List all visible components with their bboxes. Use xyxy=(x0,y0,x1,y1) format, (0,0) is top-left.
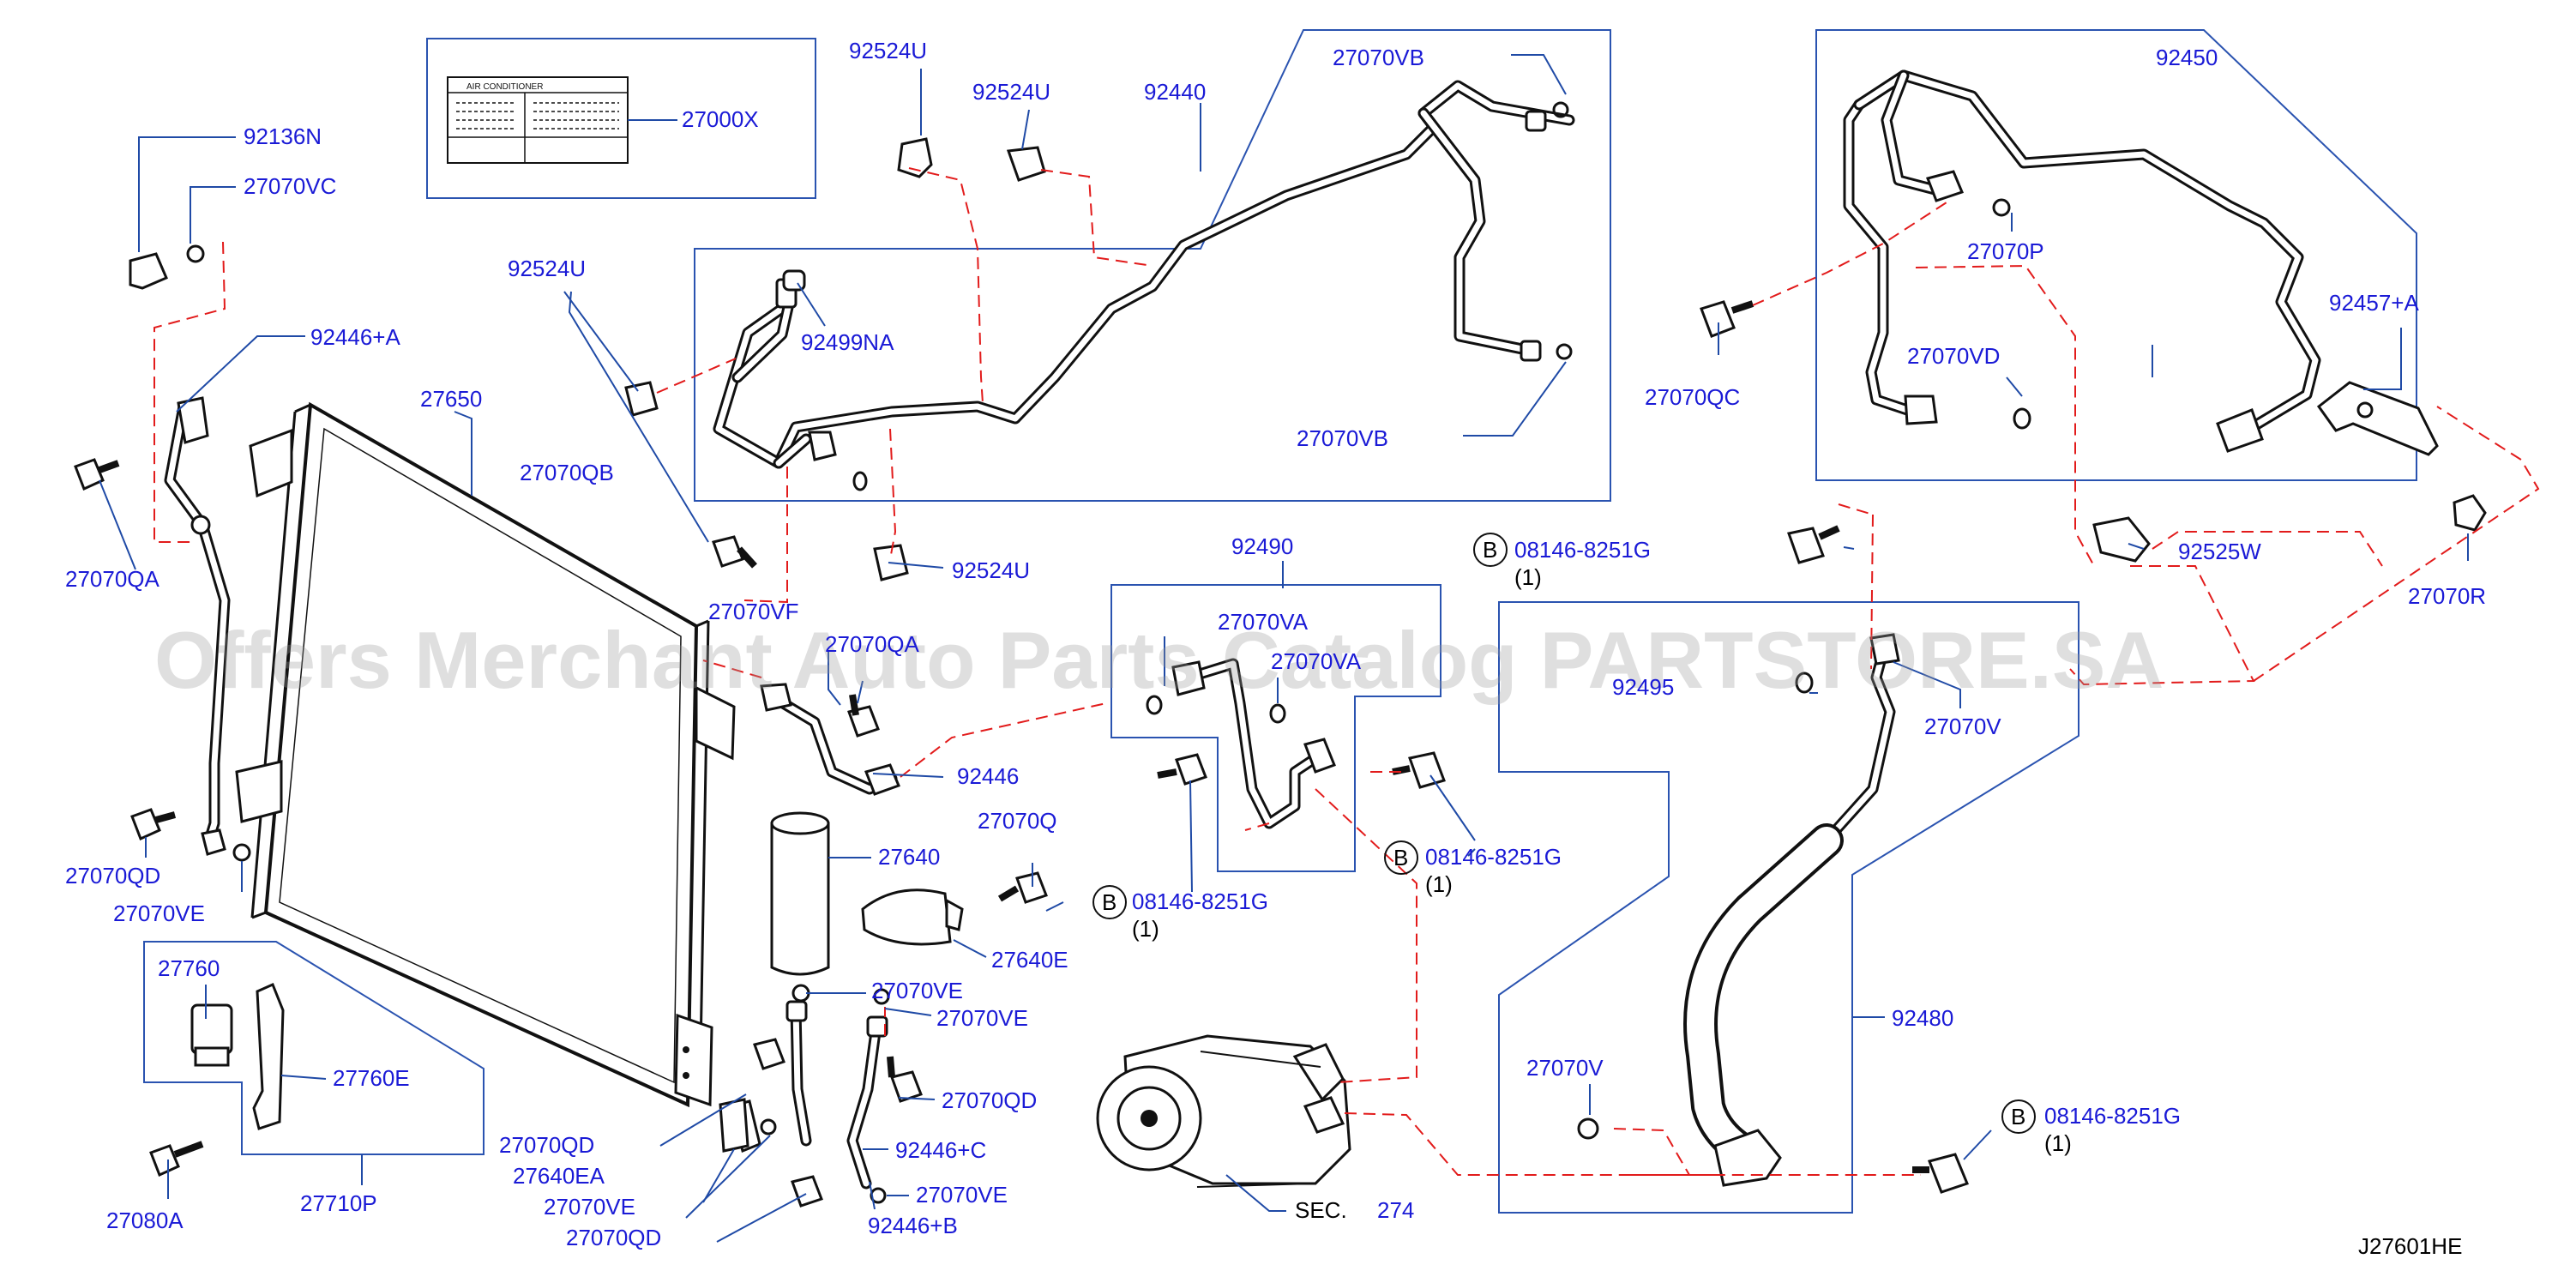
label-27070QA-mid[interactable]: 27070QA xyxy=(825,631,920,657)
label-92446C[interactable]: 92446+C xyxy=(895,1137,986,1163)
label-27070QC[interactable]: 27070QC xyxy=(1645,384,1740,410)
label-92525W[interactable]: 92525W xyxy=(2178,539,2261,564)
label-27650[interactable]: 27650 xyxy=(420,386,482,412)
label-92446[interactable]: 92446 xyxy=(957,763,1019,789)
hose-92480 xyxy=(1577,633,1900,1187)
svg-text:B: B xyxy=(2011,1104,2025,1129)
label-27070QD-1[interactable]: 27070QD xyxy=(65,863,160,888)
svg-text:(1): (1) xyxy=(1425,871,1453,897)
pipe-92450 xyxy=(1843,69,2439,456)
label-27070Q[interactable]: 27070Q xyxy=(978,808,1057,834)
label-27070VE-3[interactable]: 27070VE xyxy=(936,1005,1028,1031)
label-27070V-2[interactable]: 27070V xyxy=(1526,1055,1604,1081)
part-labels: 92136N 27070VC 92446+A 27070QA 27650 925… xyxy=(65,38,2486,1250)
label-27070VE-2[interactable]: 27070VE xyxy=(871,978,963,1003)
label-92136N[interactable]: 92136N xyxy=(244,123,322,149)
label-27070VB-top[interactable]: 27070VB xyxy=(1333,45,1424,70)
pressure-switch-27760 xyxy=(190,982,285,1130)
box-92450 xyxy=(1815,29,2417,481)
dashed-connections xyxy=(153,167,2540,1176)
label-27070VF[interactable]: 27070VF xyxy=(708,599,799,624)
label-92524U-3[interactable]: 92524U xyxy=(508,256,586,281)
diagram-code: J27601HE xyxy=(2358,1233,2462,1259)
svg-text:08146-8251G: 08146-8251G xyxy=(1425,844,1562,870)
label-92480[interactable]: 92480 xyxy=(1892,1005,1953,1031)
label-92524U-2[interactable]: 92524U xyxy=(972,79,1050,105)
label-27070P[interactable]: 27070P xyxy=(1967,238,2044,264)
label-27640[interactable]: 27640 xyxy=(878,844,940,870)
label-27070QD-3[interactable]: 27070QD xyxy=(499,1132,594,1158)
label-27760E[interactable]: 27760E xyxy=(333,1065,410,1091)
label-27070QA-left[interactable]: 27070QA xyxy=(65,566,160,592)
svg-text:(1): (1) xyxy=(1132,916,1159,942)
label-27070VA-2[interactable]: 27070VA xyxy=(1271,648,1362,674)
label-27070VB-bottom[interactable]: 27070VB xyxy=(1297,425,1388,451)
label-27070VA-1[interactable]: 27070VA xyxy=(1218,609,1309,635)
label-08146-b[interactable]: B 08146-8251G (1) xyxy=(1384,840,1562,897)
pipe-92446 xyxy=(760,683,900,796)
label-27640E[interactable]: 27640E xyxy=(991,947,1068,973)
label-27070QD-2[interactable]: 27070QD xyxy=(942,1087,1037,1113)
svg-text:B: B xyxy=(1483,537,1497,563)
svg-text:(1): (1) xyxy=(2044,1130,2072,1156)
svg-text:274: 274 xyxy=(1377,1197,1414,1223)
svg-text:08146-8251G: 08146-8251G xyxy=(2044,1103,2181,1129)
fasteners xyxy=(74,137,2487,1208)
label-27710P[interactable]: 27710P xyxy=(300,1190,377,1216)
svg-text:08146-8251G: 08146-8251G xyxy=(1132,888,1268,914)
label-27070QB[interactable]: 27070QB xyxy=(520,460,614,485)
label-27070VC[interactable]: 27070VC xyxy=(244,173,336,199)
svg-text:SEC.: SEC. xyxy=(1295,1197,1347,1223)
label-27000X[interactable]: 27000X xyxy=(682,106,759,132)
label-92524U-4[interactable]: 92524U xyxy=(952,557,1030,583)
svg-text:08146-8251G: 08146-8251G xyxy=(1514,537,1651,563)
box-92440 xyxy=(694,29,1611,502)
label-27070QD-4[interactable]: 27070QD xyxy=(566,1225,661,1250)
condenser-27650 xyxy=(235,401,736,1108)
label-27070VD[interactable]: 27070VD xyxy=(1907,343,2000,369)
label-27760[interactable]: 27760 xyxy=(158,955,220,981)
box-92480 xyxy=(1498,601,2079,1214)
label-sec-274[interactable]: SEC. 274 xyxy=(1295,1197,1414,1223)
watermark-text: Offers Merchant Auto Parts Catalog PARTS… xyxy=(154,615,2164,705)
label-27080A[interactable]: 27080A xyxy=(106,1208,184,1233)
label-08146-c[interactable]: B 08146-8251G (1) xyxy=(1092,885,1268,942)
label-27070V-1[interactable]: 27070V xyxy=(1924,714,2001,739)
svg-text:(1): (1) xyxy=(1514,564,1542,590)
label-27070VE-1[interactable]: 27070VE xyxy=(113,901,205,926)
label-92524U-1[interactable]: 92524U xyxy=(849,38,927,63)
label-27640EA[interactable]: 27640EA xyxy=(513,1163,605,1189)
box-92490 xyxy=(1110,584,1441,872)
pipe-92440 xyxy=(713,80,1575,491)
leader-lines xyxy=(99,54,2469,1243)
label-08146-d[interactable]: B 08146-8251G (1) xyxy=(2001,1099,2181,1156)
label-92490[interactable]: 92490 xyxy=(1231,533,1293,559)
svg-text:B: B xyxy=(1393,845,1408,870)
box-label-card xyxy=(426,38,816,199)
label-92440[interactable]: 92440 xyxy=(1144,79,1206,105)
ac-label-card: AIR CONDITIONER 27000X xyxy=(447,76,759,164)
pipe-92446A xyxy=(164,396,231,856)
label-27070VE-4[interactable]: 27070VE xyxy=(544,1194,635,1220)
label-92446B[interactable]: 92446+B xyxy=(868,1213,958,1238)
svg-text:B: B xyxy=(1102,889,1116,915)
label-08146-a[interactable]: B 08146-8251G (1) xyxy=(1473,533,1651,590)
label-card-text: AIR CONDITIONER xyxy=(466,82,543,92)
compressor-sec-274 xyxy=(1096,1034,1351,1188)
label-92495[interactable]: 92495 xyxy=(1612,674,1674,700)
label-92457A[interactable]: 92457+A xyxy=(2329,290,2419,316)
pipe-92490 xyxy=(1146,658,1336,829)
label-27070VE-5[interactable]: 27070VE xyxy=(916,1182,1008,1208)
label-92450[interactable]: 92450 xyxy=(2156,45,2218,70)
label-92446A[interactable]: 92446+A xyxy=(310,324,400,350)
label-92499NA[interactable]: 92499NA xyxy=(801,329,894,355)
label-27070R[interactable]: 27070R xyxy=(2408,583,2486,609)
